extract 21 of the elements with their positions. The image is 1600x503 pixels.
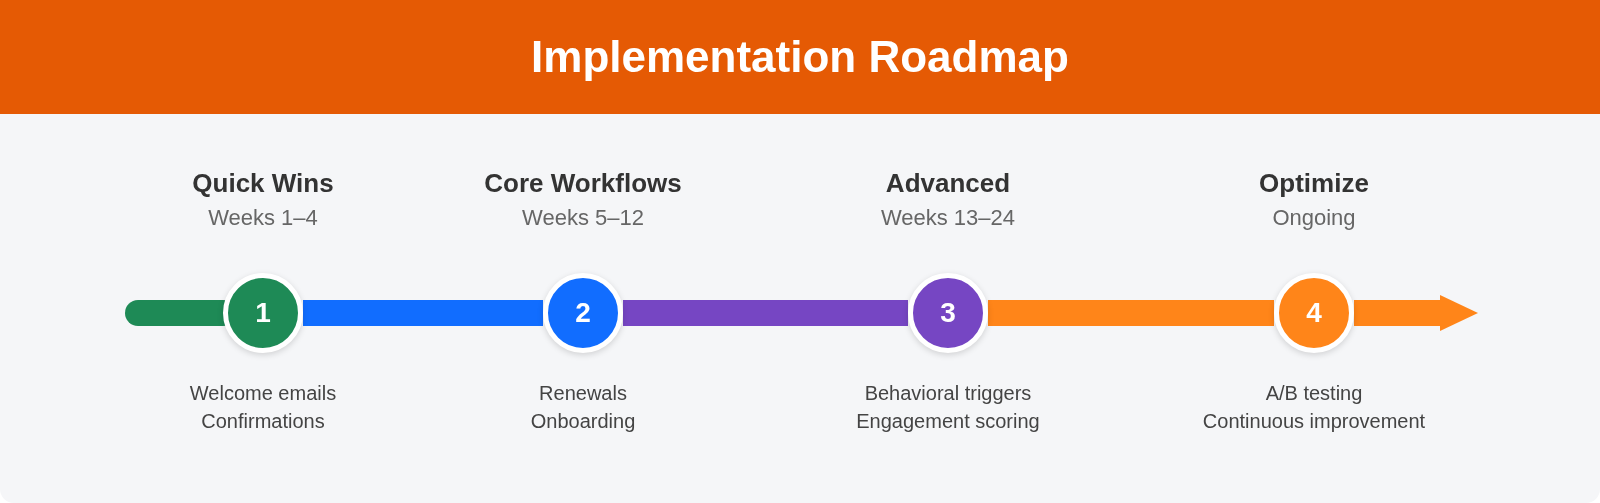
phase-task: Confirmations [200, 409, 326, 433]
phase-heading: Optimize [1258, 168, 1370, 200]
phase-duration: Weeks 13–24 [879, 204, 1017, 232]
title: Implementation Roadmap [530, 31, 1070, 83]
phase-heading: Core Workflows [483, 168, 683, 200]
phase-task: Continuous improvement [1201, 409, 1427, 433]
phase-task: A/B testing [1264, 381, 1364, 405]
phase-task: Welcome emails [188, 381, 338, 405]
phase-duration: Weeks 1–4 [207, 204, 319, 232]
phase-heading: Advanced [884, 168, 1012, 200]
timeline-bar [303, 300, 543, 326]
timeline-bar [623, 300, 908, 326]
timeline-bar [1354, 295, 1478, 331]
phase-duration: Ongoing [1271, 204, 1357, 232]
phase-task: Engagement scoring [855, 409, 1041, 433]
phase-task: Renewals [538, 381, 628, 405]
phase-heading: Quick Wins [191, 168, 335, 200]
phase-task: Behavioral triggers [863, 381, 1033, 405]
phase-duration: Weeks 5–12 [521, 204, 645, 232]
timeline-bar [988, 300, 1274, 326]
phase-task: Onboarding [529, 409, 637, 433]
